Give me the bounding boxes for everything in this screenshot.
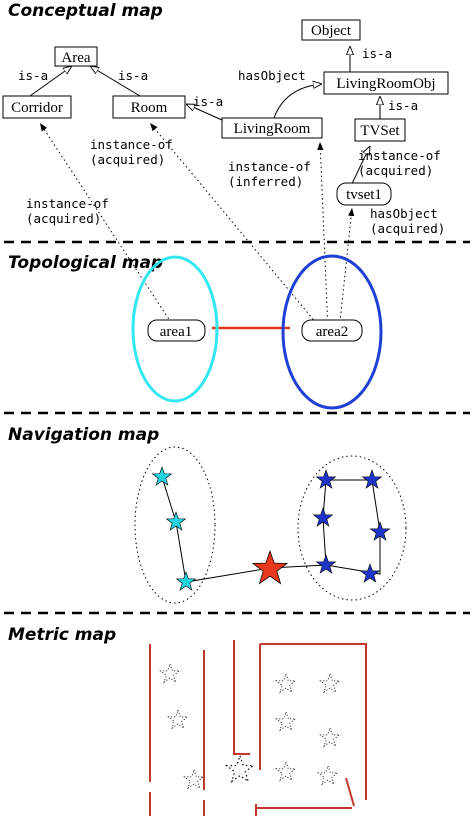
isa-label-livingroom: is-a: [193, 94, 223, 109]
instance-of-label-room: instance-of: [90, 137, 173, 152]
area2-nav-nodes: [312, 469, 391, 583]
instance-of-area2-room: [149, 122, 323, 331]
nav-node-star: [175, 571, 197, 591]
hasobject-label-tvset1: hasObject: [370, 206, 438, 221]
hasobject-area2-tvset1: [339, 207, 355, 323]
nav-node-star: [359, 563, 381, 583]
instance-of-area1-corridor: [39, 122, 177, 331]
scan-point-cluster: [275, 711, 297, 731]
instance-of-label-corridor: instance-of: [26, 196, 109, 211]
acquired-label-tvset: (acquired): [358, 163, 433, 178]
area1-node: area1: [147, 319, 206, 342]
instance-of-area2-livingroom: [317, 141, 329, 331]
concept-area-label: Area: [61, 50, 90, 66]
instance-tvset1-label: tvset1: [346, 187, 382, 203]
scan-point-cluster: [183, 769, 205, 789]
concept-corridor-label: Corridor: [11, 100, 63, 116]
concept-livingroom-label: LivingRoom: [234, 121, 311, 137]
scan-point-cluster: [275, 761, 297, 781]
nav-node-star: [165, 511, 187, 531]
area1-label: area1: [160, 324, 192, 340]
concept-room: Room: [112, 95, 186, 119]
conceptual-map-section: Conceptual map is-a is-a is-a is-a is-a …: [2, 1, 449, 331]
instance-of-label-tvset: instance-of: [358, 148, 441, 163]
acquired-label-tvset1: (acquired): [370, 221, 445, 236]
topological-map-section: Topological map area1 area2: [8, 253, 383, 410]
instance-of-label-livingroom: instance-of: [228, 159, 311, 174]
topological-map-title: Topological map: [8, 253, 163, 273]
navigation-graph-edges: [161, 476, 381, 583]
acquired-label-corridor: (acquired): [26, 211, 101, 226]
concept-livingroomobj-label: LivingRoomObj: [336, 76, 435, 92]
scan-point-cluster: [317, 765, 339, 785]
area1-region: [131, 255, 219, 403]
isa-edge-corridor-area: [29, 66, 72, 97]
isa-edge-livingroom-room: [186, 104, 223, 121]
isa-label-tvset: is-a: [388, 98, 418, 113]
concept-room-label: Room: [131, 100, 168, 116]
area2-node: area2: [301, 319, 363, 342]
scan-point-cluster: [275, 673, 297, 693]
concept-tvset: TVSet: [354, 118, 406, 142]
scan-point-cluster: [159, 663, 181, 683]
instance-tvset1: tvset1: [336, 182, 392, 206]
metric-map-section: Metric map: [8, 625, 367, 816]
concept-tvset-label: TVSet: [360, 123, 400, 139]
nav-node-star: [151, 466, 173, 486]
nav-node-star: [315, 554, 337, 574]
acquired-label-room: (acquired): [90, 152, 165, 167]
hasobject-label: hasObject: [238, 68, 306, 83]
isa-label-livingroomobj: is-a: [362, 46, 392, 61]
concept-livingroomobj: LivingRoomObj: [323, 71, 449, 95]
conceptual-map-title: Conceptual map: [8, 1, 163, 21]
concept-area: Area: [54, 46, 98, 67]
concept-object-label: Object: [311, 23, 352, 39]
concept-object: Object: [301, 19, 361, 41]
doorway-nav-node-star: [251, 550, 289, 585]
scan-point-cluster: [319, 673, 341, 693]
area2-label: area2: [316, 324, 348, 340]
hasobject-edge-livingroom: [273, 84, 322, 119]
scan-point-cluster: [319, 727, 341, 747]
concept-corridor: Corridor: [2, 95, 72, 119]
metric-map-walls: [149, 640, 367, 816]
inferred-label-livingroom: (inferred): [228, 174, 303, 189]
scan-point-cluster: [225, 755, 255, 783]
isa-label-room: is-a: [118, 68, 148, 83]
isa-edge-room-area: [90, 66, 141, 97]
area2-region: [281, 254, 383, 410]
navigation-map-title: Navigation map: [8, 425, 159, 445]
metric-map-scan-points: [159, 663, 341, 789]
navigation-map-section: Navigation map: [8, 425, 407, 604]
scan-point-cluster: [167, 709, 189, 729]
metric-map-title: Metric map: [8, 625, 116, 645]
isa-label-corridor: is-a: [18, 68, 48, 83]
nav-node-star: [361, 469, 383, 489]
concept-livingroom: LivingRoom: [221, 117, 323, 139]
area1-nav-nodes: [151, 466, 197, 591]
area1-nav-region: [134, 446, 216, 604]
area2-nav-region: [297, 455, 407, 601]
